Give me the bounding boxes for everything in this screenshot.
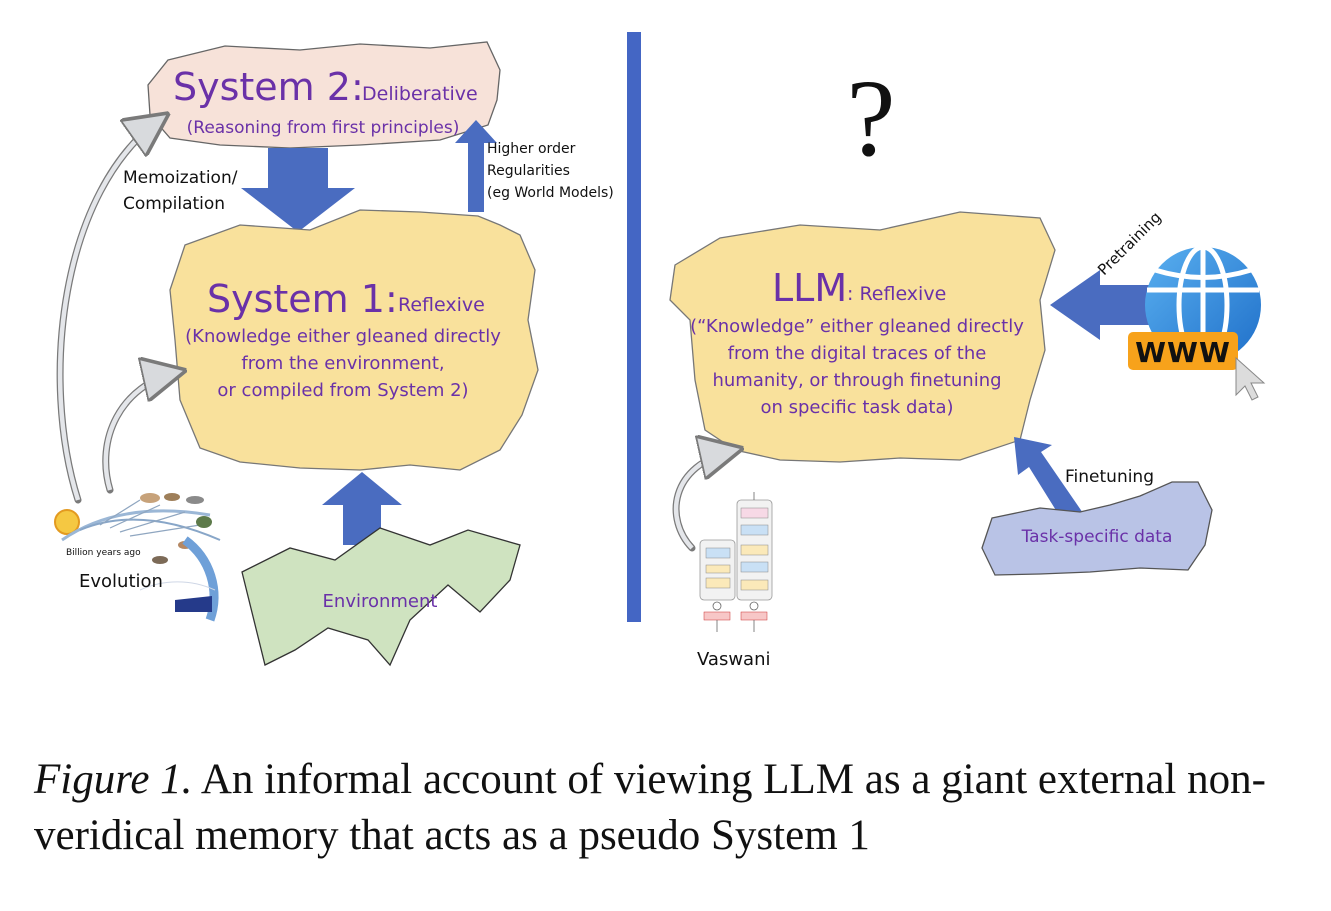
task-data-blob [981,481,1213,576]
question-mark: ? [847,57,896,179]
system1-subtitle: Reflexive [398,294,485,316]
llm-description-line1: (“Knowledge” either gleaned directly [690,316,1024,337]
higher-order-label-line3: (eg World Models) [487,185,614,201]
figure-caption: Figure 1. An informal account of viewing… [34,752,1314,864]
figure-diagram: System 2: Deliberative (Reasoning from f… [54,32,1266,670]
system1-blob [169,209,539,471]
evolution-tree-image [54,493,221,622]
pretraining-label: Pretraining [1094,208,1165,279]
caption-text: An informal account of viewing LLM as a … [34,756,1266,859]
system1-description-line2: from the environment, [241,353,444,374]
task-data-label: Task-specific data [1021,527,1173,547]
vaswani-label: Vaswani [697,649,771,670]
system2-title: System 2: [173,65,364,109]
higher-order-label-line1: Higher order [487,141,576,157]
system1-description-line1: (Knowledge either gleaned directly [185,326,501,347]
finetuning-label: Finetuning [1065,467,1154,487]
system2-subtitle: Deliberative [362,83,478,105]
memoization-arrow [241,148,355,232]
higher-order-arrow [455,120,497,212]
system1-description-line3: or compiled from System 2) [217,380,468,401]
llm-subtitle: : Reflexive [847,283,946,305]
caption-figure-label: Figure 1. [34,756,193,803]
transformer-architecture-image [699,492,773,632]
pretraining-arrow [1050,270,1150,340]
llm-description-line4: on specific task data) [760,397,953,418]
www-label: WWW [1135,336,1231,369]
memoization-label-line1: Memoization/ [123,168,238,188]
panel-divider [627,32,641,622]
globe-www-icon [1128,244,1266,401]
higher-order-label-line2: Regularities [487,163,570,179]
environment-blob [241,527,521,667]
llm-blob [669,211,1056,463]
llm-description-line3: humanity, or through finetuning [712,370,1001,391]
environment-label: Environment [323,591,438,612]
finetuning-arrow [1014,437,1085,528]
evolution-axis-label: Billion years ago [66,548,141,558]
memoization-label-line2: Compilation [123,194,225,214]
llm-title: LLM [772,266,847,310]
evolution-label: Evolution [79,571,163,592]
system2-description: (Reasoning from first principles) [187,118,460,138]
transformer-to-llm-arrow [672,446,739,552]
system1-title: System 1: [207,277,398,321]
llm-description-line2: from the digital traces of the [728,343,987,364]
environment-arrow [322,472,402,545]
